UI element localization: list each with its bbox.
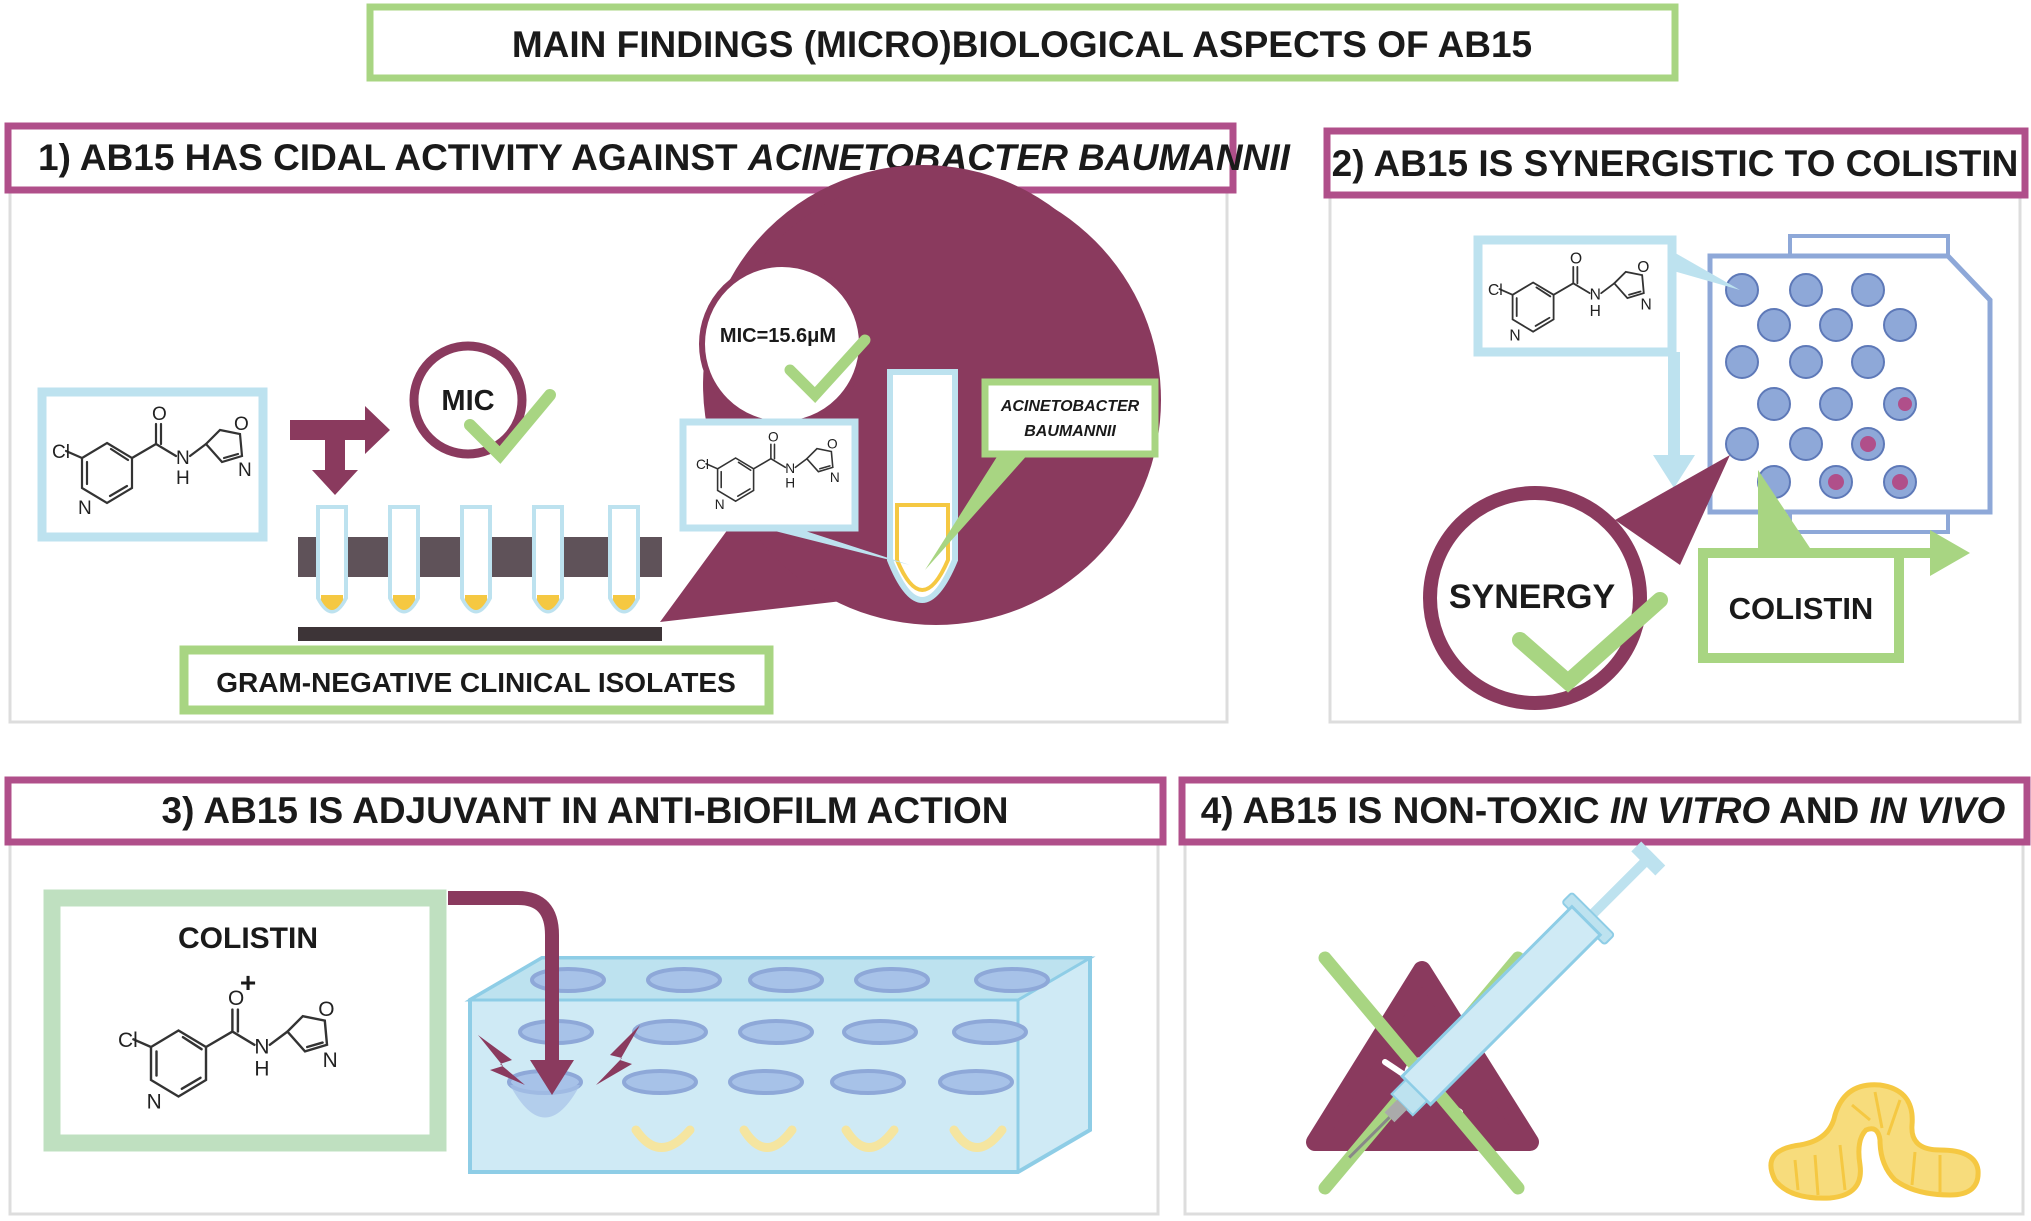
organism-label-box <box>981 378 1159 458</box>
combo-box <box>43 889 447 1152</box>
mic-label: MIC <box>441 385 494 417</box>
svg-text:Cl: Cl <box>52 442 70 463</box>
svg-text:Cl: Cl <box>696 457 709 472</box>
svg-text:N: N <box>78 498 92 519</box>
svg-text:N: N <box>254 1036 269 1059</box>
dose-arrowhead <box>530 1060 574 1095</box>
svg-text:H: H <box>1590 303 1601 320</box>
mic-value-check-icon <box>784 334 871 403</box>
panel1-header: 1) AB15 HAS CIDAL ACTIVITY AGAINST ACINE… <box>38 137 1291 178</box>
down-arrow <box>1653 352 1695 488</box>
syringe-icon <box>1348 841 1666 1159</box>
mic-check-icon <box>464 389 556 464</box>
svg-text:O: O <box>228 987 244 1010</box>
svg-text:Cl: Cl <box>1488 282 1503 299</box>
panel3-header-box <box>4 776 1167 846</box>
svg-text:O: O <box>152 404 167 425</box>
synergy-pointer <box>1615 455 1730 565</box>
title-box <box>366 3 1679 82</box>
lightning-icon <box>596 1025 640 1085</box>
test-tube <box>608 505 640 614</box>
isolates-label: GRAM-NEGATIVE CLINICAL ISOLATES <box>216 667 736 698</box>
panel3-header: 3) AB15 IS ADJUVANT IN ANTI-BIOFILM ACTI… <box>162 790 1009 831</box>
svg-text:N: N <box>147 1091 162 1114</box>
pointer-to-well <box>1670 250 1740 290</box>
lightning-icon <box>478 1035 525 1085</box>
ab15-structure-box <box>37 387 268 542</box>
test-tube <box>460 505 492 614</box>
dose-arrow <box>448 891 559 1065</box>
colistin-pointer <box>1758 470 1810 560</box>
synergy-check-icon <box>1512 592 1668 693</box>
svg-text:H: H <box>785 476 795 491</box>
test-tube <box>388 505 420 614</box>
ab15-molecule-panel2: Cl N O N H O N <box>1488 251 1652 345</box>
mic-circle <box>409 341 527 459</box>
test-tube <box>316 505 348 614</box>
larva-icon <box>1768 1082 1981 1201</box>
organism-label-line1: ACINETOBACTER <box>1000 398 1140 415</box>
panel2-header: 2) AB15 IS SYNERGISTIC TO COLISTIN <box>1332 143 2019 184</box>
svg-text:N: N <box>176 448 190 469</box>
ab15-molecule: Cl N O N H O N <box>52 404 252 519</box>
svg-text:N: N <box>830 470 840 485</box>
svg-text:N: N <box>1641 297 1652 314</box>
panel1-header-box <box>4 122 1237 194</box>
mic-value: MIC=15.6μM <box>720 325 836 347</box>
svg-text:O: O <box>318 998 334 1021</box>
ab15-structure-box-bubble <box>679 418 859 532</box>
svg-text:H: H <box>254 1058 269 1081</box>
colistin-box-panel2 <box>1698 548 1904 663</box>
svg-text:O: O <box>1570 251 1582 268</box>
svg-text:N: N <box>323 1049 338 1072</box>
test-tube <box>532 505 564 614</box>
organism-label-line2: BAUMANNII <box>1024 423 1116 440</box>
panel4-header: 4) AB15 IS NON-TOXIC IN VITRO AND IN VIV… <box>1201 790 2006 831</box>
ab15-structure-box-panel2 <box>1473 235 1677 357</box>
svg-text:H: H <box>176 468 190 489</box>
colistin-label-panel2: COLISTIN <box>1729 591 1874 626</box>
svg-text:N: N <box>1590 287 1601 304</box>
pointer-to-culture <box>925 452 1030 570</box>
plate-wells <box>1725 273 1917 499</box>
svg-text:N: N <box>785 461 795 476</box>
biofilm-plate <box>464 956 1096 1174</box>
plus-sign: + <box>240 967 256 998</box>
svg-text:O: O <box>768 429 779 444</box>
panel4-header-box <box>1178 776 2031 846</box>
ab15-molecule-bubble: Cl N O N H O N <box>696 429 840 512</box>
isolates-label-box <box>179 645 774 715</box>
svg-text:Cl: Cl <box>118 1029 138 1052</box>
synergy-label: SYNERGY <box>1449 578 1616 616</box>
svg-text:O: O <box>827 437 838 452</box>
colistin-label-panel3: COLISTIN <box>178 922 318 955</box>
svg-text:N: N <box>715 497 725 512</box>
tube-rack <box>298 505 662 641</box>
large-test-tube <box>887 369 958 603</box>
svg-text:N: N <box>238 460 252 481</box>
split-arrow <box>290 406 390 495</box>
panel2-header-box <box>1323 127 2029 199</box>
svg-text:N: N <box>1509 328 1520 345</box>
pointer-to-tube <box>755 526 910 565</box>
main-title: MAIN FINDINGS (MICRO)BIOLOGICAL ASPECTS … <box>512 24 1532 65</box>
ab15-molecule-panel3: Cl N O N H O N <box>118 987 338 1113</box>
svg-text:O: O <box>1637 259 1649 276</box>
svg-text:O: O <box>234 414 249 435</box>
synergy-circle <box>1423 486 1647 710</box>
